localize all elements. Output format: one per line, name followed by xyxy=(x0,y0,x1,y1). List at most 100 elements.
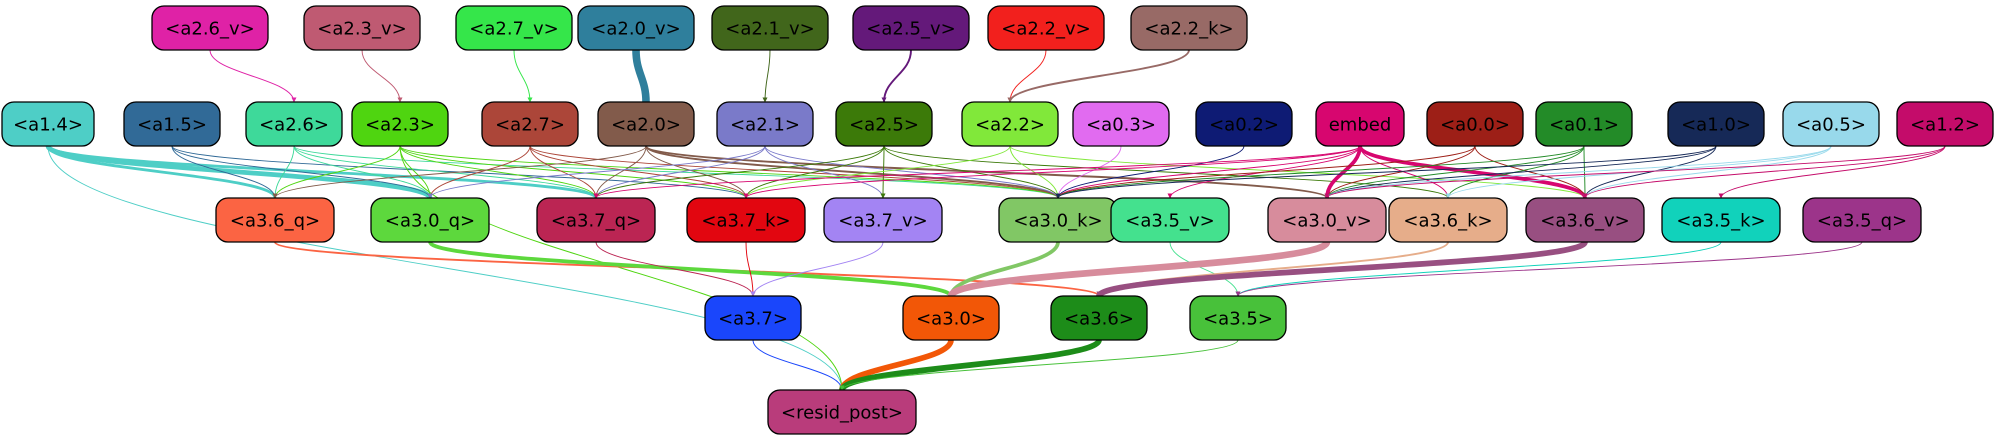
node-box[interactable] xyxy=(215,197,335,243)
node-box[interactable] xyxy=(823,197,943,243)
edge-a2-2-k-to-a2-2 xyxy=(1007,49,1190,103)
node-a0-5[interactable]: <a0.5> xyxy=(1782,101,1880,147)
node-resid-post[interactable]: <resid_post> xyxy=(767,389,917,435)
node-box[interactable] xyxy=(597,101,695,147)
node-a3-7-k[interactable]: <a3.7_k> xyxy=(686,197,806,243)
node-box[interactable] xyxy=(1535,101,1633,147)
edge-a2-2-to-a3-7-k xyxy=(743,145,1011,199)
node-box[interactable] xyxy=(902,295,1000,341)
node-a2-2-k[interactable]: <a2.2_k> xyxy=(1130,5,1248,51)
edge-a1-4-to-a3-7-q xyxy=(46,144,599,200)
node-a0-0[interactable]: <a0.0> xyxy=(1426,101,1524,147)
node-box[interactable] xyxy=(1667,101,1765,147)
node-a3-6[interactable]: <a3.6> xyxy=(1050,295,1148,341)
node-box[interactable] xyxy=(767,389,917,435)
node-box[interactable] xyxy=(1050,295,1148,341)
edge-a1-4-to-resid-post xyxy=(47,145,845,391)
node-box[interactable] xyxy=(123,101,221,147)
node-box[interactable] xyxy=(835,101,933,147)
node-a2-3[interactable]: <a2.3> xyxy=(351,101,449,147)
node-box[interactable] xyxy=(303,5,421,51)
node-a1-0[interactable]: <a1.0> xyxy=(1667,101,1765,147)
node-a3-0-v[interactable]: <a3.0_v> xyxy=(1267,197,1387,243)
node-box[interactable] xyxy=(481,101,579,147)
node-box[interactable] xyxy=(1525,197,1645,243)
node-a3-5-k[interactable]: <a3.5_k> xyxy=(1661,197,1781,243)
edge-a2-6-to-a3-6-q xyxy=(272,145,295,199)
node-a1-5[interactable]: <a1.5> xyxy=(123,101,221,147)
node-a3-7-v[interactable]: <a3.7_v> xyxy=(823,197,943,243)
node-a3-5-q[interactable]: <a3.5_q> xyxy=(1802,197,1922,243)
node-a2-0-v[interactable]: <a2.0_v> xyxy=(577,5,695,51)
node-box[interactable] xyxy=(1661,197,1781,243)
node-a1-4[interactable]: <a1.4> xyxy=(1,101,95,147)
node-box[interactable] xyxy=(536,197,656,243)
node-box[interactable] xyxy=(245,101,343,147)
node-a2-2[interactable]: <a2.2> xyxy=(961,101,1059,147)
node-a1-2[interactable]: <a1.2> xyxy=(1896,101,1994,147)
node-a2-0[interactable]: <a2.0> xyxy=(597,101,695,147)
node-a2-2-v[interactable]: <a2.2_v> xyxy=(987,5,1105,51)
node-a3-0-q[interactable]: <a3.0_q> xyxy=(370,197,490,243)
node-box[interactable] xyxy=(704,295,802,341)
node-box[interactable] xyxy=(711,5,829,51)
node-box[interactable] xyxy=(1315,101,1405,147)
node-box[interactable] xyxy=(1072,101,1170,147)
node-box[interactable] xyxy=(987,5,1105,51)
node-box[interactable] xyxy=(1189,295,1287,341)
node-a2-1-v[interactable]: <a2.1_v> xyxy=(711,5,829,51)
node-a3-6-v[interactable]: <a3.6_v> xyxy=(1525,197,1645,243)
node-a0-1[interactable]: <a0.1> xyxy=(1535,101,1633,147)
node-a2-5[interactable]: <a2.5> xyxy=(835,101,933,147)
node-a0-3[interactable]: <a0.3> xyxy=(1072,101,1170,147)
node-a3-7-q[interactable]: <a3.7_q> xyxy=(536,197,656,243)
node-a2-7-v[interactable]: <a2.7_v> xyxy=(455,5,573,51)
node-label: <a2.0_v> xyxy=(591,19,680,40)
node-box[interactable] xyxy=(1802,197,1922,243)
node-box[interactable] xyxy=(1110,197,1230,243)
node-box[interactable] xyxy=(716,101,814,147)
node-a3-0-k[interactable]: <a3.0_k> xyxy=(998,197,1118,243)
node-box[interactable] xyxy=(1267,197,1387,243)
edge-a3-7-to-resid-post xyxy=(752,339,845,391)
node-box[interactable] xyxy=(1388,197,1508,243)
node-box[interactable] xyxy=(1130,5,1248,51)
node-box[interactable] xyxy=(1426,101,1524,147)
node-box[interactable] xyxy=(686,197,806,243)
node-a3-5[interactable]: <a3.5> xyxy=(1189,295,1287,341)
node-a0-2[interactable]: <a0.2> xyxy=(1195,101,1293,147)
node-box[interactable] xyxy=(1,101,95,147)
node-a2-3-v[interactable]: <a2.3_v> xyxy=(303,5,421,51)
node-a3-5-v[interactable]: <a3.5_v> xyxy=(1110,197,1230,243)
node-a3-7[interactable]: <a3.7> xyxy=(704,295,802,341)
node-box[interactable] xyxy=(852,5,970,51)
node-box[interactable] xyxy=(1195,101,1293,147)
node-box[interactable] xyxy=(961,101,1059,147)
node-box[interactable] xyxy=(370,197,490,243)
node-a2-6[interactable]: <a2.6> xyxy=(245,101,343,147)
node-label: <a3.0_v> xyxy=(1282,211,1371,232)
node-box[interactable] xyxy=(351,101,449,147)
edge-a2-5-to-a3-7-v xyxy=(880,145,886,199)
node-box[interactable] xyxy=(577,5,695,51)
node-a2-7[interactable]: <a2.7> xyxy=(481,101,579,147)
edge-a0-1-to-a3-0-k xyxy=(1055,145,1585,199)
node-a3-0[interactable]: <a3.0> xyxy=(902,295,1000,341)
node-a3-6-k[interactable]: <a3.6_k> xyxy=(1388,197,1508,243)
node-box[interactable] xyxy=(151,5,269,51)
edge-embed-to-a3-6-v xyxy=(1358,145,1588,199)
node-box[interactable] xyxy=(1896,101,1994,147)
node-label: <a2.3> xyxy=(365,115,435,136)
node-a2-6-v[interactable]: <a2.6_v> xyxy=(151,5,269,51)
edge-a0-0-to-a3-6-v xyxy=(1474,145,1588,199)
node-box[interactable] xyxy=(455,5,573,51)
node-a2-1[interactable]: <a2.1> xyxy=(716,101,814,147)
node-label: <a2.2_k> xyxy=(1144,19,1233,40)
node-embed[interactable]: embed xyxy=(1315,101,1405,147)
edge-a2-5-v-to-a2-5 xyxy=(881,49,912,103)
edge-a1-0-to-a3-0-k xyxy=(1055,145,1717,199)
node-a2-5-v[interactable]: <a2.5_v> xyxy=(852,5,970,51)
edge-a2-7-to-a3-0-k xyxy=(529,145,1061,199)
node-a3-6-q[interactable]: <a3.6_q> xyxy=(215,197,335,243)
node-box[interactable] xyxy=(1782,101,1880,147)
